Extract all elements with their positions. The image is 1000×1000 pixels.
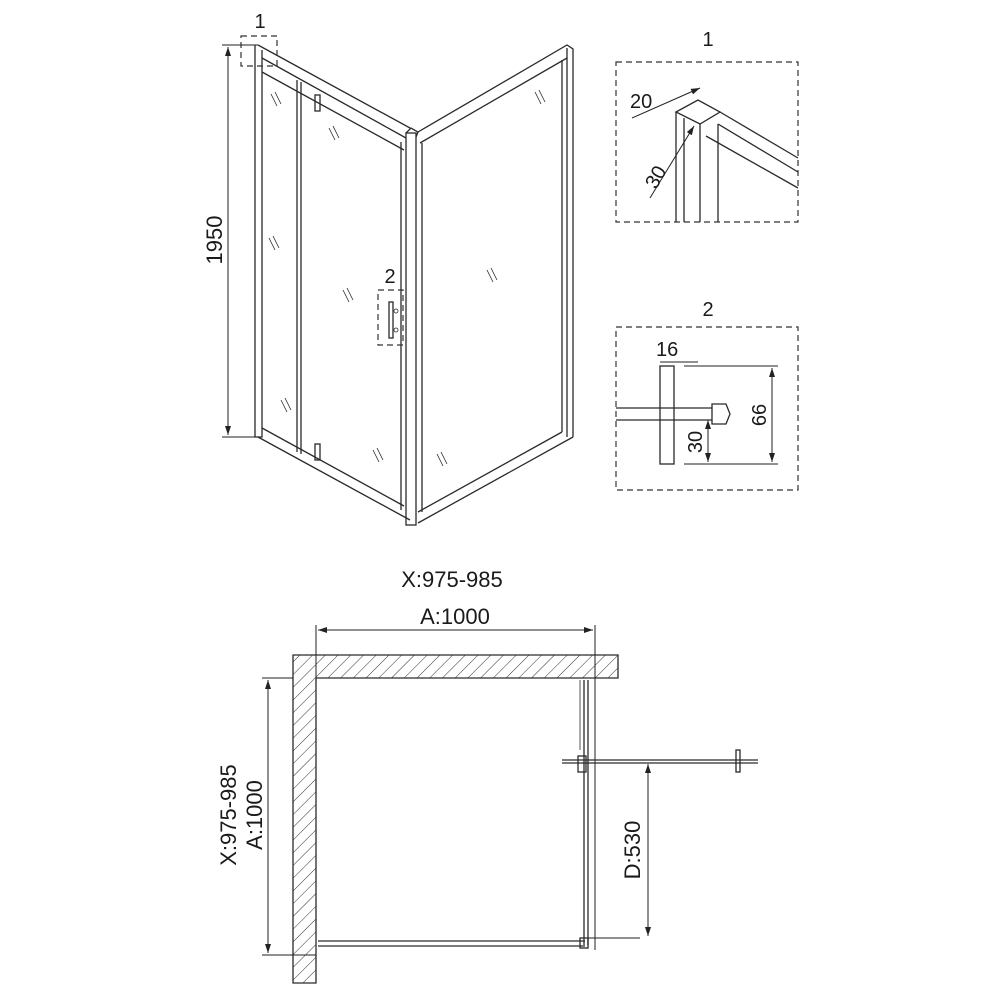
detail2-marker: 2	[384, 266, 395, 288]
door-handle	[388, 301, 399, 339]
top-range-label: X:975-985	[401, 567, 503, 592]
height-dimension: 1950	[202, 44, 258, 438]
top-nominal-label: A:1000	[420, 604, 490, 629]
open-door	[562, 749, 758, 773]
isometric-view: 1 2 1950	[202, 11, 574, 526]
detail1-dim-a: 20	[630, 91, 652, 113]
detail2-dim-a: 16	[656, 339, 678, 361]
shower-rails	[318, 680, 589, 949]
detail2-title: 2	[702, 299, 713, 321]
detail1-callout-box	[240, 35, 278, 67]
glass-reflection-marks	[268, 89, 546, 467]
detail1-dim-b: 30	[641, 162, 671, 192]
detail1-marker: 1	[254, 11, 265, 33]
detail2-dim-b: 66	[749, 404, 771, 426]
right-panel	[417, 44, 574, 524]
plan-view: X:975-985 A:1000 X:975-985 A:1000 D:530	[216, 567, 758, 984]
left-range-label: X:975-985	[216, 764, 241, 866]
detail-1: 1 20 30	[615, 29, 799, 223]
door-offset-label: D:530	[620, 821, 645, 880]
left-nominal-label: A:1000	[242, 780, 267, 850]
corner-post	[405, 127, 419, 526]
detail1-title: 1	[702, 29, 713, 51]
detail2-callout-box	[377, 289, 404, 346]
wall-hatch	[292, 654, 619, 984]
detail-2: 2 16 66 30	[615, 299, 799, 491]
detail2-dim-c: 30	[685, 431, 707, 453]
height-dimension-label: 1950	[202, 216, 227, 265]
left-panel	[254, 44, 411, 521]
